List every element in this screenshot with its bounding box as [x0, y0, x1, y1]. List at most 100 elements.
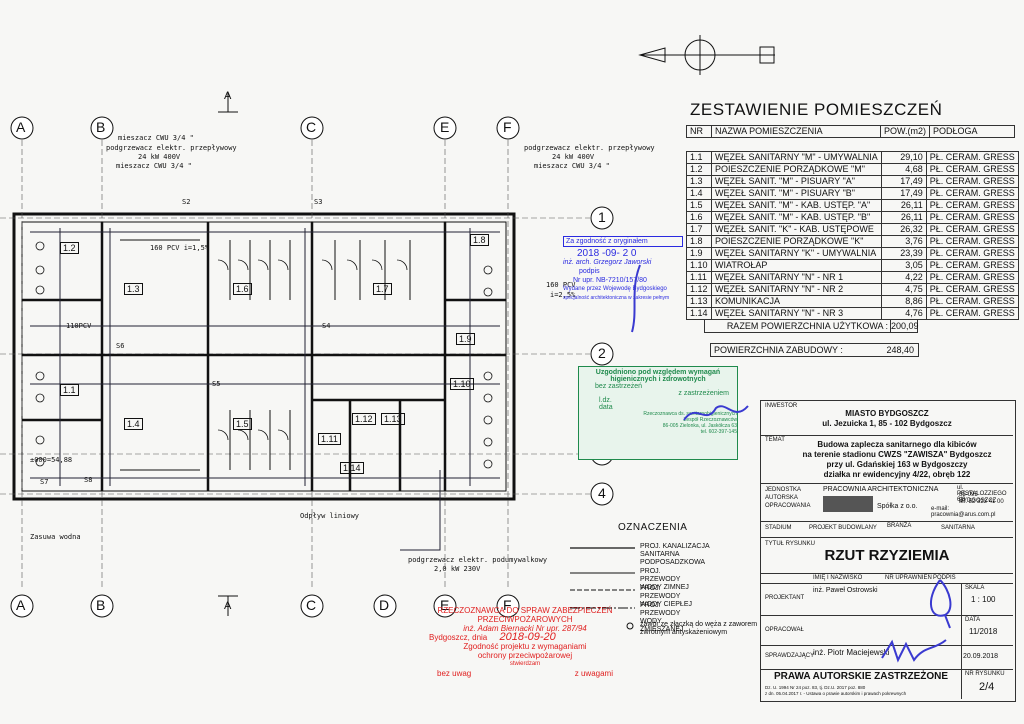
room-label: 1.5: [233, 418, 252, 430]
scale-value: 1 : 100: [971, 595, 996, 604]
room-name: POIESZCZENIE PORZĄDKOWE "K": [711, 235, 882, 248]
designer-label: PROJEKTANT: [765, 595, 805, 601]
room-number: 1.9: [686, 247, 712, 260]
room-number: 1.4: [686, 187, 712, 200]
room-area: 4,68: [880, 163, 927, 176]
copy-stamp-sign: podpis: [579, 268, 600, 275]
copyright-note: Dz. U. 1994 Nr 24 poz. 83, tj. Dz.U. 201…: [765, 685, 866, 690]
room-floor: PŁ. CERAM. GRESS: [925, 247, 1019, 260]
scale-label: SKALA: [965, 585, 985, 591]
room-area: 26,32: [880, 223, 927, 236]
room-area: 3,05: [880, 259, 927, 272]
copyright-note: z dn. 05.04.2017 r. - Ustawa o prawie au…: [765, 691, 907, 696]
room-label: 1.7: [373, 283, 392, 295]
room-name: WĘZEŁ SANIT. "M" - KAB. USTĘP. "B": [711, 211, 882, 224]
legend-item: PROJ. PRZEWODY WODY CIEPŁEJ: [640, 585, 692, 608]
sheet-number: 2/4: [979, 681, 995, 693]
checker-cell: SPRAWDZAJĄCY inż. Piotr Maciejewski: [761, 645, 962, 670]
unit-label: AUTORSKA: [765, 495, 798, 501]
room-name: WĘZEŁ SANITARNY "N" - NR 3: [711, 307, 882, 320]
room-label: 1.3: [124, 283, 143, 295]
green-line: bez zastrzeżeń: [595, 383, 643, 390]
designer-cell: PROJEKTANT inż. Paweł Ostrowski: [761, 583, 962, 616]
axis-top-b: B: [96, 119, 106, 135]
legend-item: PROJ. KANALIZACJA SANITARNA PODPOSADZKOW…: [640, 543, 710, 566]
note: 2,0 kW 230V: [434, 565, 481, 573]
investor-cell: INWESTOR MIASTO BYDGOSZCZ ul. Jezuicka 1…: [761, 401, 1013, 436]
copy-stamp-issue: Wydane przez Wojewodę Bydgoskiego: [563, 286, 667, 292]
room-number: 1.10: [686, 259, 712, 272]
room-number: 1.5: [686, 199, 712, 212]
red-line: ochrony przeciwpożarowej: [477, 651, 573, 660]
room-area: 17,49: [880, 175, 927, 188]
room-name: WĘZEŁ SANITARNY "K" - UMYWALNIA: [711, 247, 882, 260]
room-name: WĘZEŁ SANITARNY "N" - NR 2: [711, 283, 882, 296]
col-name-label: IMIĘ I NAZWISKO: [813, 575, 863, 581]
col-header: NAZWA POMIESZCZENIA: [711, 125, 881, 138]
note: 160 PCV i=1,5%: [150, 244, 210, 252]
sheet-number-cell: NR RYSUNKU 2/4: [961, 669, 1013, 699]
red-line: Zgodność projektu z wymaganiami: [463, 642, 587, 651]
room-floor: PŁ. CERAM. GRESS: [925, 259, 1019, 272]
rooms-schedule-title: ZESTAWIENIE POMIESZCZEŃ: [690, 100, 943, 119]
axis-bottom-e: E: [440, 597, 450, 613]
signature-icon: [683, 405, 749, 421]
room-label: 1.2: [60, 242, 79, 254]
axis-top-e: E: [440, 119, 450, 135]
green-line: tel. 602-397-145: [700, 429, 737, 435]
room-floor: PŁ. CERAM. GRESS: [925, 235, 1019, 248]
room-label: 1.9: [456, 333, 475, 345]
room-area: 3,76: [880, 235, 927, 248]
investor-name: MIASTO BYDGOSZCZ: [845, 409, 929, 418]
room-number: 1.11: [686, 271, 712, 284]
room-floor: PŁ. CERAM. GRESS: [925, 295, 1019, 308]
green-line: higienicznych i zdrowotnych: [610, 376, 706, 383]
unit-address: e-mail: pracownia@arus.com.pl: [931, 506, 996, 518]
room-number: 1.12: [686, 283, 712, 296]
red-place: Bydgoszcz, dnia: [429, 633, 488, 642]
checker-label: SPRAWDZAJĄCY: [765, 653, 815, 659]
unit-company: Spółka z o.o.: [877, 503, 918, 510]
room-floor: PŁ. CERAM. GRESS: [925, 223, 1019, 236]
room-area: 8,86: [880, 295, 927, 308]
col-license-label: NR UPRAWNIEŃ: [885, 575, 932, 581]
green-line: Uzgodniono pod względem wymagań: [595, 369, 721, 376]
red-no-remarks: bez uwag: [437, 669, 472, 678]
drafted-cell: OPRACOWAŁ: [761, 615, 962, 646]
investor-label: INWESTOR: [765, 403, 798, 409]
checker-date: 20.09.2018: [963, 653, 999, 660]
green-line: 86-005 Zielonka, ul. Jaskółcza 63: [662, 423, 737, 429]
copyright-cell: PRAWA AUTORSKIE ZASTRZEŻONE Dz. U. 1994 …: [761, 669, 962, 699]
unit-cell: JEDNOSTKA AUTORSKA OPRACOWANIA PRACOWNIA…: [761, 483, 1013, 522]
copy-stamp-date: 2018 -09- 2 0: [577, 248, 637, 259]
room-label: 1.4: [124, 418, 143, 430]
note: podgrzewacz elektr. przepływowy: [524, 144, 655, 152]
stage-value: PROJEKT BUDOWLANY: [809, 525, 877, 531]
green-line: z zastrzeżeniem: [678, 390, 729, 397]
branch-label: BRANŻA: [887, 523, 912, 529]
red-line: RZECZOZNAWCA DO SPRAW ZABEZPIECZEŃ: [437, 606, 613, 615]
s-mark: S6: [116, 342, 125, 350]
room-number: 1.7: [686, 223, 712, 236]
green-line: l.dz.: [599, 397, 612, 404]
axis-right-4: 4: [598, 485, 606, 501]
built-area-row: POWIERZCHNIA ZABUDOWY : 248,40: [710, 343, 919, 357]
note: 110PCV: [66, 322, 92, 330]
date-cell: DATA 11/2018: [961, 615, 1013, 646]
rooms-schedule-header: NR NAZWA POMIESZCZENIA POW.(m2) PODŁOGA: [686, 125, 1015, 138]
checker-name: inż. Piotr Maciejewski: [813, 648, 890, 657]
room-number: 1.8: [686, 235, 712, 248]
investor-address: ul. Jezuicka 1, 85 - 102 Bydgoszcz: [822, 419, 952, 428]
room-name: WĘZEŁ SANIT. "M" - PISUARY "A": [711, 175, 882, 188]
note: mieszacz CWU 3/4 ": [534, 162, 610, 170]
